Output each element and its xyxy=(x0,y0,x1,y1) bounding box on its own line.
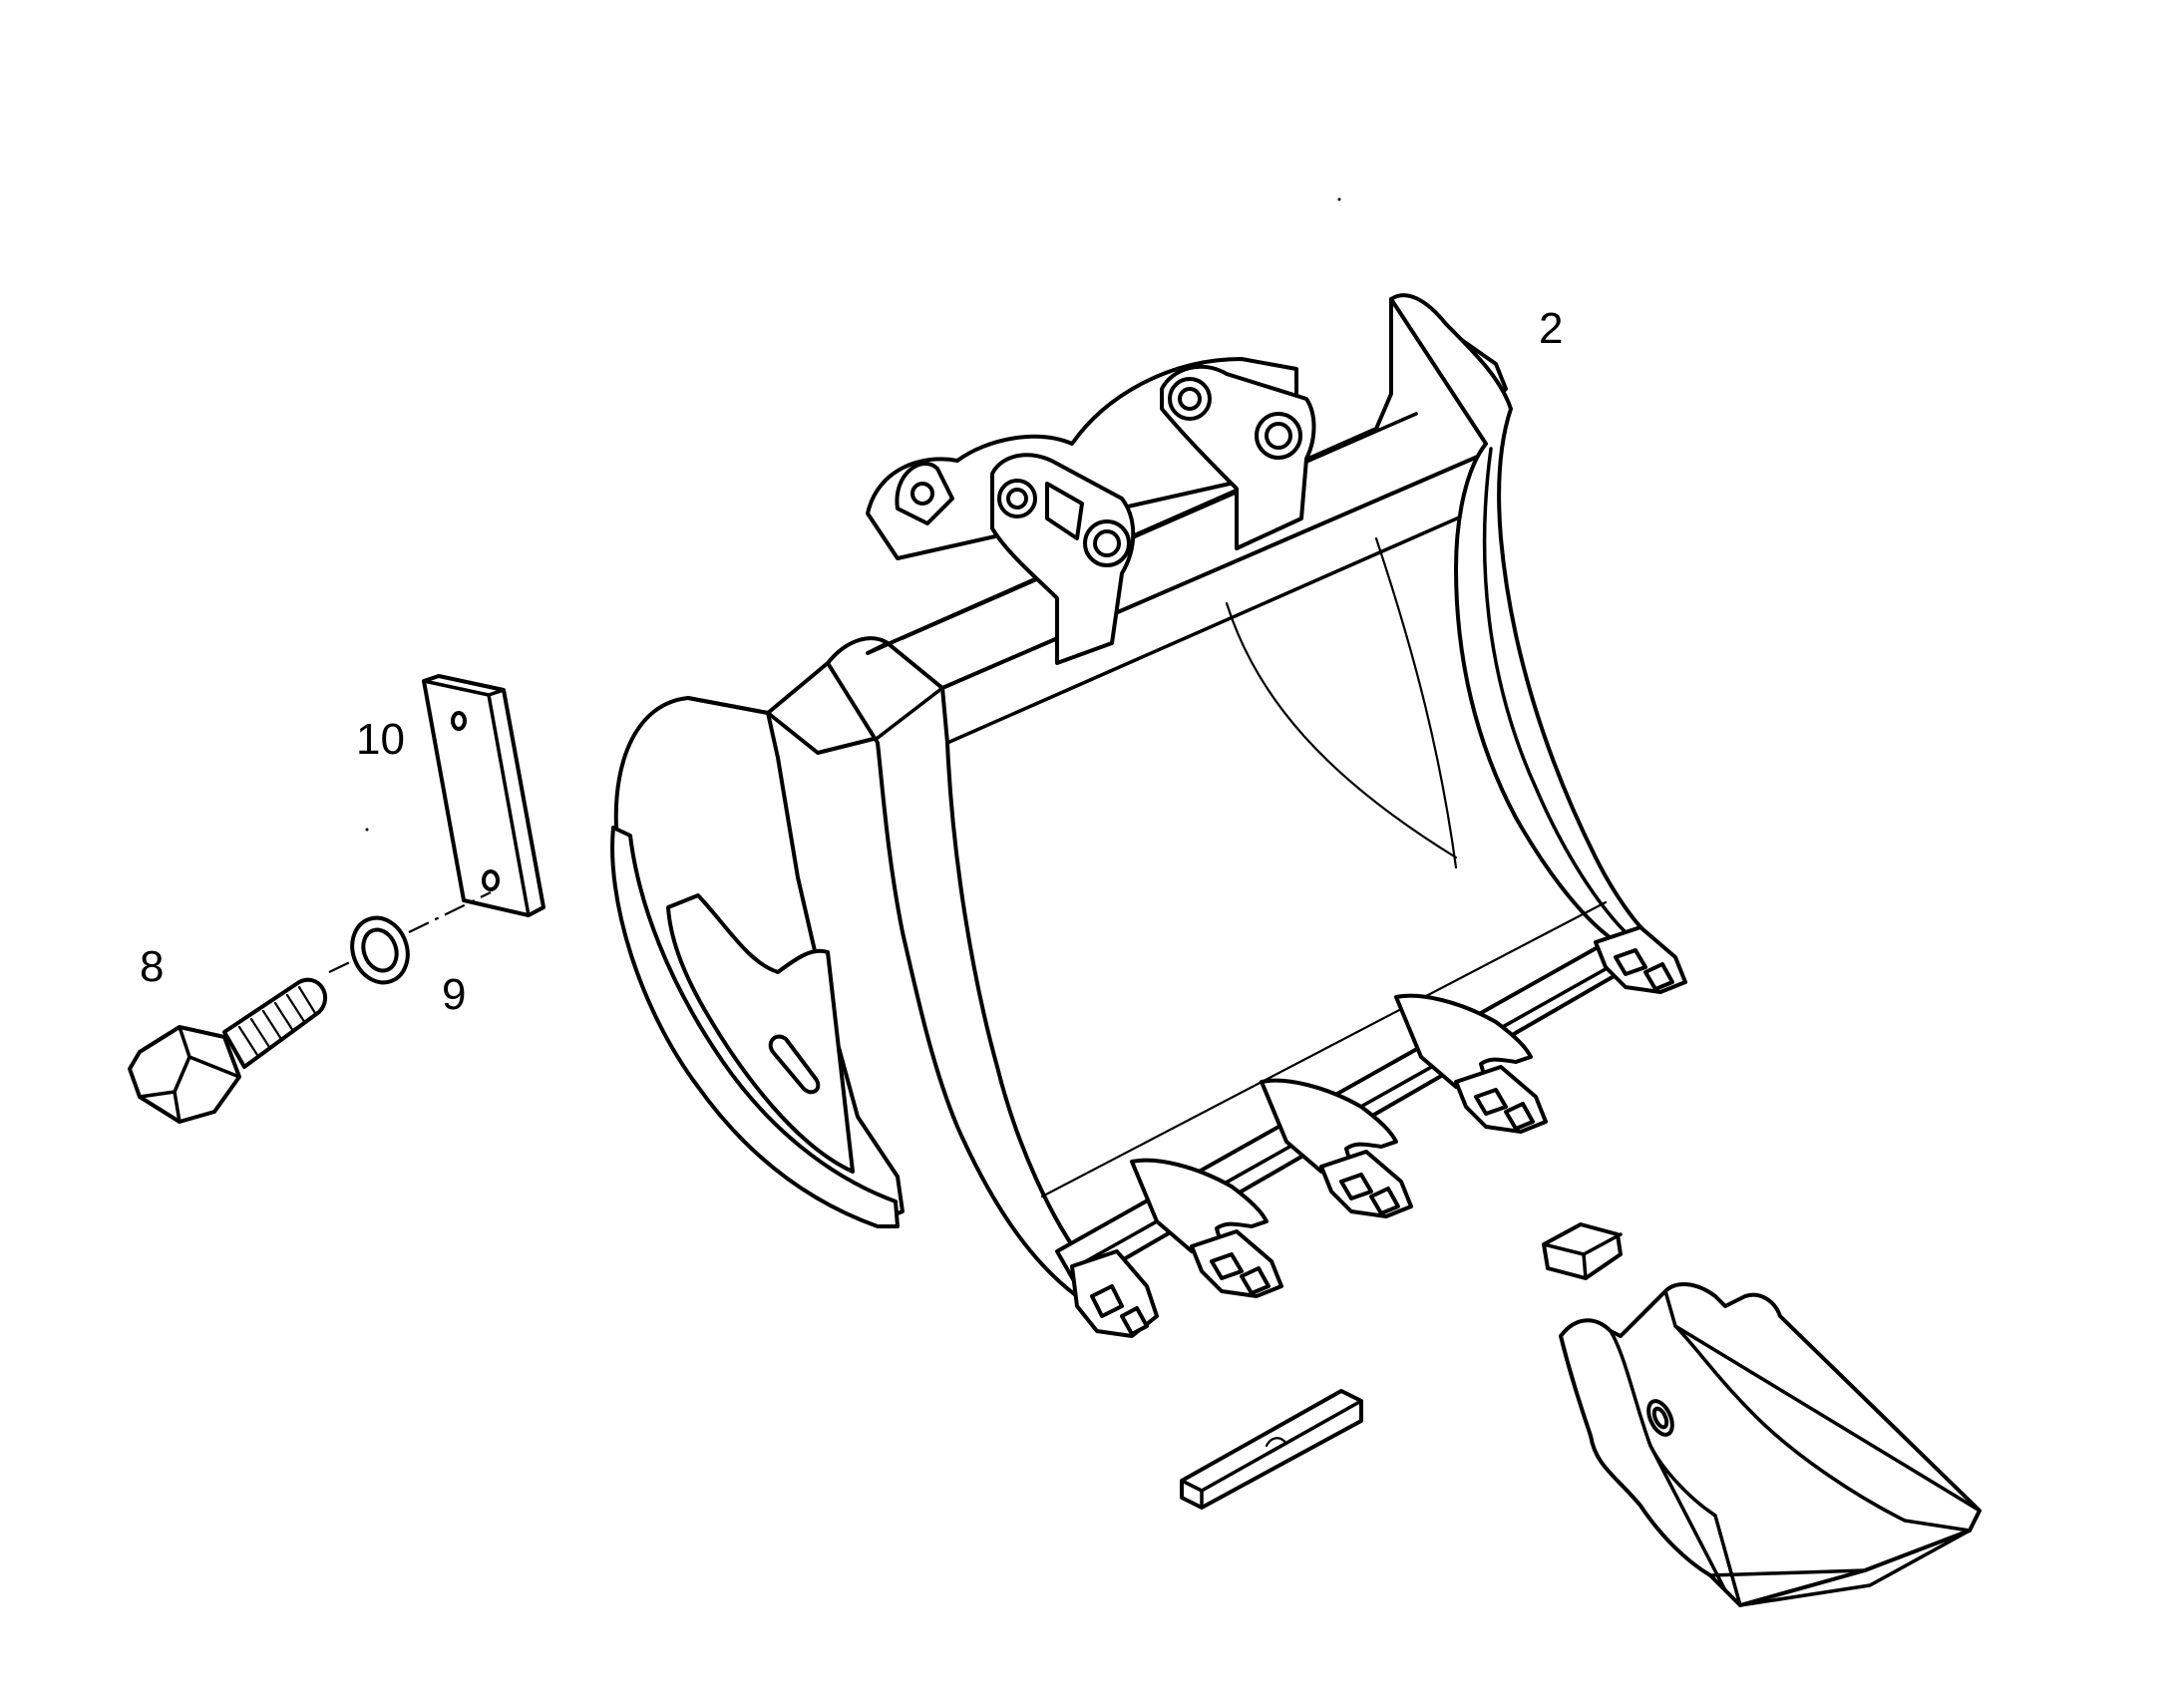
bucket-lug-left xyxy=(990,453,1136,665)
bucket-drawing xyxy=(610,293,1687,1338)
bolt-part xyxy=(128,977,327,1124)
retainer-block xyxy=(1542,1222,1623,1280)
bucket-lug-right xyxy=(1160,364,1316,550)
bucket-tooth-1 xyxy=(1070,1249,1159,1338)
bucket-right-side-plate xyxy=(1389,293,1647,949)
callout-bolt: 8 xyxy=(140,942,164,991)
callout-bucket: 2 xyxy=(1539,304,1563,353)
callout-plate: 10 xyxy=(356,715,405,764)
bucket-tooth-4 xyxy=(1394,993,1548,1134)
callout-washer: 9 xyxy=(442,970,466,1019)
washer-part xyxy=(350,915,410,985)
bucket-side-slot xyxy=(768,1034,821,1095)
plate-part xyxy=(422,674,545,917)
bucket-tooth-2 xyxy=(1130,1158,1283,1298)
bucket-tooth-3 xyxy=(1260,1078,1413,1218)
assembly-centerline xyxy=(328,891,492,973)
locking-pin xyxy=(1180,1389,1363,1510)
bucket-tooth-5 xyxy=(1594,925,1687,994)
tooth-tip xyxy=(1559,1282,1982,1607)
